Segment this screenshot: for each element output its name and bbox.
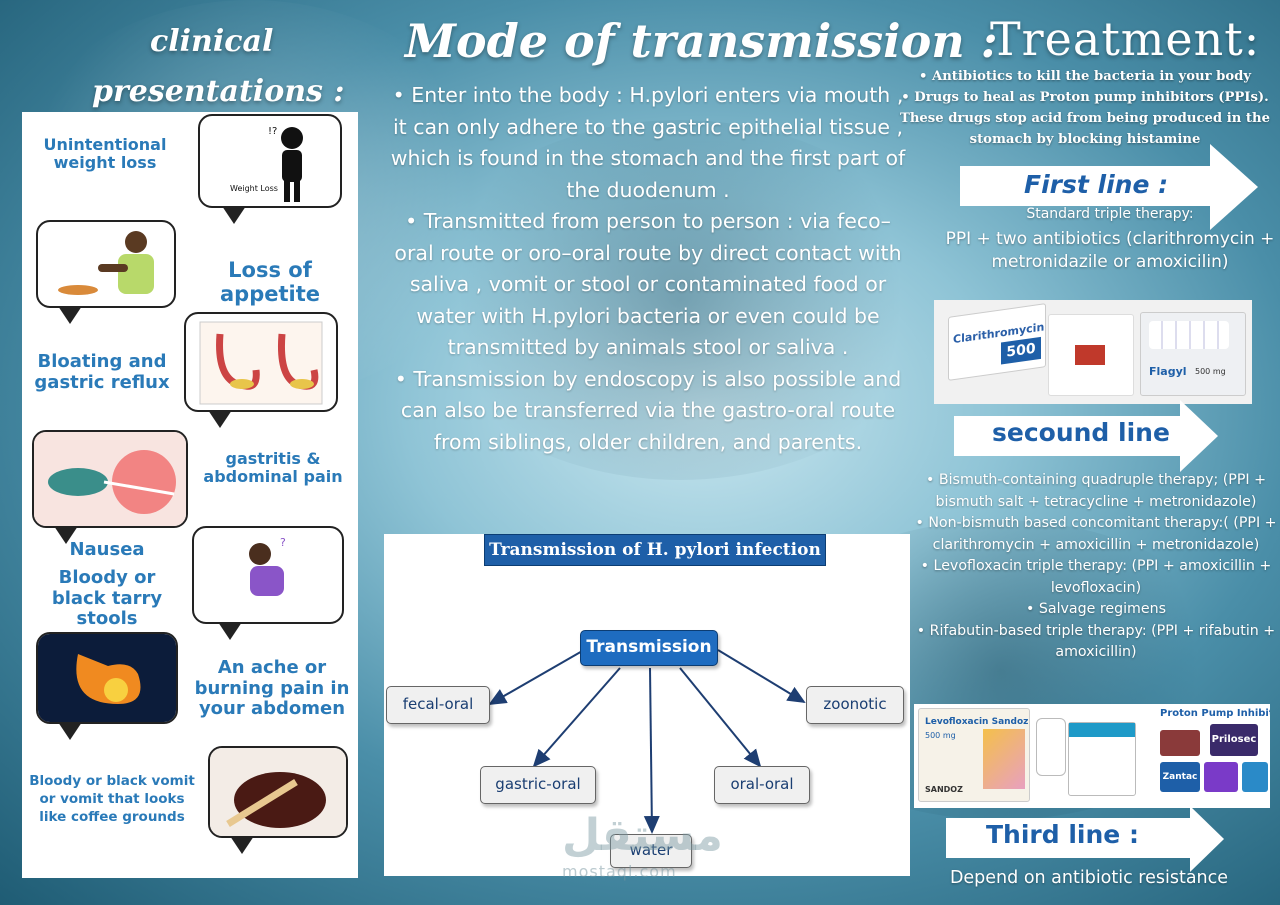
second-line-banner [954, 400, 1218, 472]
clarithromycin-dose: 500 [1001, 336, 1041, 365]
second-line-item: • Salvage regimens [1026, 601, 1166, 617]
coffee-grounds-icon [210, 748, 346, 836]
ppi-label: Proton Pump Inhibitor D [1160, 708, 1270, 719]
arrow-fecal-oral [488, 649, 585, 705]
treatment-intro-antibiotics: • Antibiotics to kill the bacteria in yo… [918, 69, 1252, 84]
second-line-item: • Bismuth-containing quadruple therapy; … [926, 472, 1266, 510]
bubble-tail [218, 622, 242, 640]
clinical-panel: Unintentional weight loss !? Weight Loss… [22, 112, 358, 878]
vomit-bubble [208, 746, 348, 838]
clinical-title-line2: presentations : [92, 74, 345, 109]
first-line-subtitle: Standard triple therapy: [1026, 206, 1194, 222]
mode-title: Mode of transmission : [405, 14, 998, 68]
second-line-item: • Rifabutin-based triple therapy: (PPI +… [916, 622, 1276, 661]
gastritis-label: gastritis & abdominal pain [203, 449, 343, 487]
node-gastric-oral: gastric-oral [480, 766, 596, 804]
first-line-label: First line : [1024, 170, 1169, 199]
arrow-oral-oral [679, 667, 762, 768]
bubble-tail [230, 836, 254, 854]
sandoz-brand: SANDOZ [925, 785, 963, 794]
treatment-intro-ppi: • Drugs to heal as Proton pump inhibitor… [900, 90, 1270, 147]
weight-loss-label: Unintentional weight loss [43, 135, 167, 173]
bubble-tail [208, 410, 232, 428]
node-zoonotic: zoonotic [806, 686, 904, 724]
stomach-reflux-diagram-icon [199, 321, 323, 405]
ache-label: An ache or burning pain in your abdomen [194, 657, 350, 720]
prevacid-box [1242, 762, 1268, 792]
pill-bottle [1036, 718, 1066, 776]
abdominal-pain-icon [34, 432, 186, 526]
mode-paragraph-endoscopy: • Transmission by endoscopy is also poss… [394, 366, 902, 454]
small-medicine-box [1048, 314, 1134, 396]
diagram-title: Transmission of H. pylori infection [484, 534, 826, 566]
gastritis-bubble [32, 430, 188, 528]
bubble-tail [222, 206, 246, 224]
mode-text-block: • Enter into the body : H.pylori enters … [388, 80, 908, 458]
ppi-package [1160, 730, 1200, 756]
second-line-list: • Bismuth-containing quadruple therapy; … [912, 470, 1280, 664]
treatment-intro: • Antibiotics to kill the bacteria in yo… [890, 66, 1280, 150]
watermark-arabic: مستقل [562, 810, 723, 861]
third-line-label: Third line : [986, 820, 1139, 849]
transmission-diagram: Transmission of H. pylori infection Tran… [384, 534, 910, 876]
weight-loss-bubble: !? Weight Loss [198, 114, 342, 208]
third-line-banner [946, 806, 1224, 872]
svg-text:?: ? [280, 536, 286, 549]
h-pylomed-box [1068, 722, 1136, 796]
appetite-label: Loss of appetite [220, 258, 320, 307]
person-thinking-icon: !? [268, 126, 303, 202]
second-line-medicines-image: Levofloxacin Sandoz 500 mg SANDOZ Proton… [914, 704, 1270, 808]
arrow-zoonotic [717, 649, 806, 704]
flagyl-dose: 500 mg [1195, 367, 1226, 376]
third-line-text: Depend on antibiotic resistance [949, 868, 1229, 888]
node-water: water [610, 834, 692, 868]
bubble-tail [58, 722, 82, 740]
flagyl-name: Flagyl [1149, 365, 1187, 378]
first-line-text: PPI + two antibiotics (clarithromycin + … [945, 229, 1275, 272]
nausea-label: Nausea [69, 539, 145, 560]
nauseous-person-icon: ? [249, 536, 286, 596]
svg-text:!?: !? [268, 126, 277, 137]
node-transmission: Transmission [580, 630, 718, 666]
ache-bubble [36, 632, 178, 724]
second-line-item: • Non-bismuth based concomitant therapy:… [915, 515, 1277, 553]
mode-paragraph-enter: • Enter into the body : H.pylori enters … [390, 83, 906, 202]
tarry-stools-label: Bloody or black tarry stools [51, 567, 163, 630]
bubble-tail [54, 526, 78, 544]
mode-paragraph-person: • Transmitted from person to person : vi… [394, 209, 902, 359]
arrow-water [643, 667, 660, 834]
treatment-title: Treatment: [990, 12, 1261, 66]
first-line-medicines-image: Clarithromycin 500 Flagyl 500 mg [934, 300, 1252, 404]
flagyl-box: Flagyl 500 mg [1140, 312, 1246, 396]
second-line-label: secound line [992, 418, 1170, 447]
nexium-box [1204, 762, 1238, 792]
vomit-label: Bloody or black vomit or vomit that look… [29, 773, 195, 826]
weight-loss-caption: Weight Loss [230, 184, 278, 193]
clarithromycin-box: Clarithromycin 500 [948, 303, 1046, 381]
second-line-item: • Levofloxacin triple therapy: (PPI + am… [920, 558, 1272, 596]
levofloxacin-name: Levofloxacin Sandoz [925, 717, 1029, 727]
person-refusing-food-icon [58, 231, 154, 295]
appetite-bubble [36, 220, 176, 308]
levofloxacin-dose: 500 mg [925, 731, 956, 740]
first-line-banner [960, 144, 1260, 230]
levofloxacin-box: Levofloxacin Sandoz 500 mg SANDOZ [918, 708, 1030, 802]
bloating-bubble [184, 312, 338, 412]
node-oral-oral: oral-oral [714, 766, 810, 804]
arrow-gastric-oral [532, 667, 621, 768]
diagram-arrows [488, 649, 806, 834]
zantac-box: Zantac [1160, 762, 1200, 792]
node-fecal-oral: fecal-oral [386, 686, 490, 724]
prilosec-box: Prilosec [1210, 724, 1258, 756]
clinical-title-line1: clinical [150, 24, 274, 59]
bubble-tail [58, 306, 82, 324]
nausea-bubble: ? [192, 526, 344, 624]
watermark-latin: mostaql.com [562, 862, 677, 881]
bloating-label: Bloating and gastric reflux [34, 351, 170, 393]
burning-stomach-icon [38, 634, 176, 722]
